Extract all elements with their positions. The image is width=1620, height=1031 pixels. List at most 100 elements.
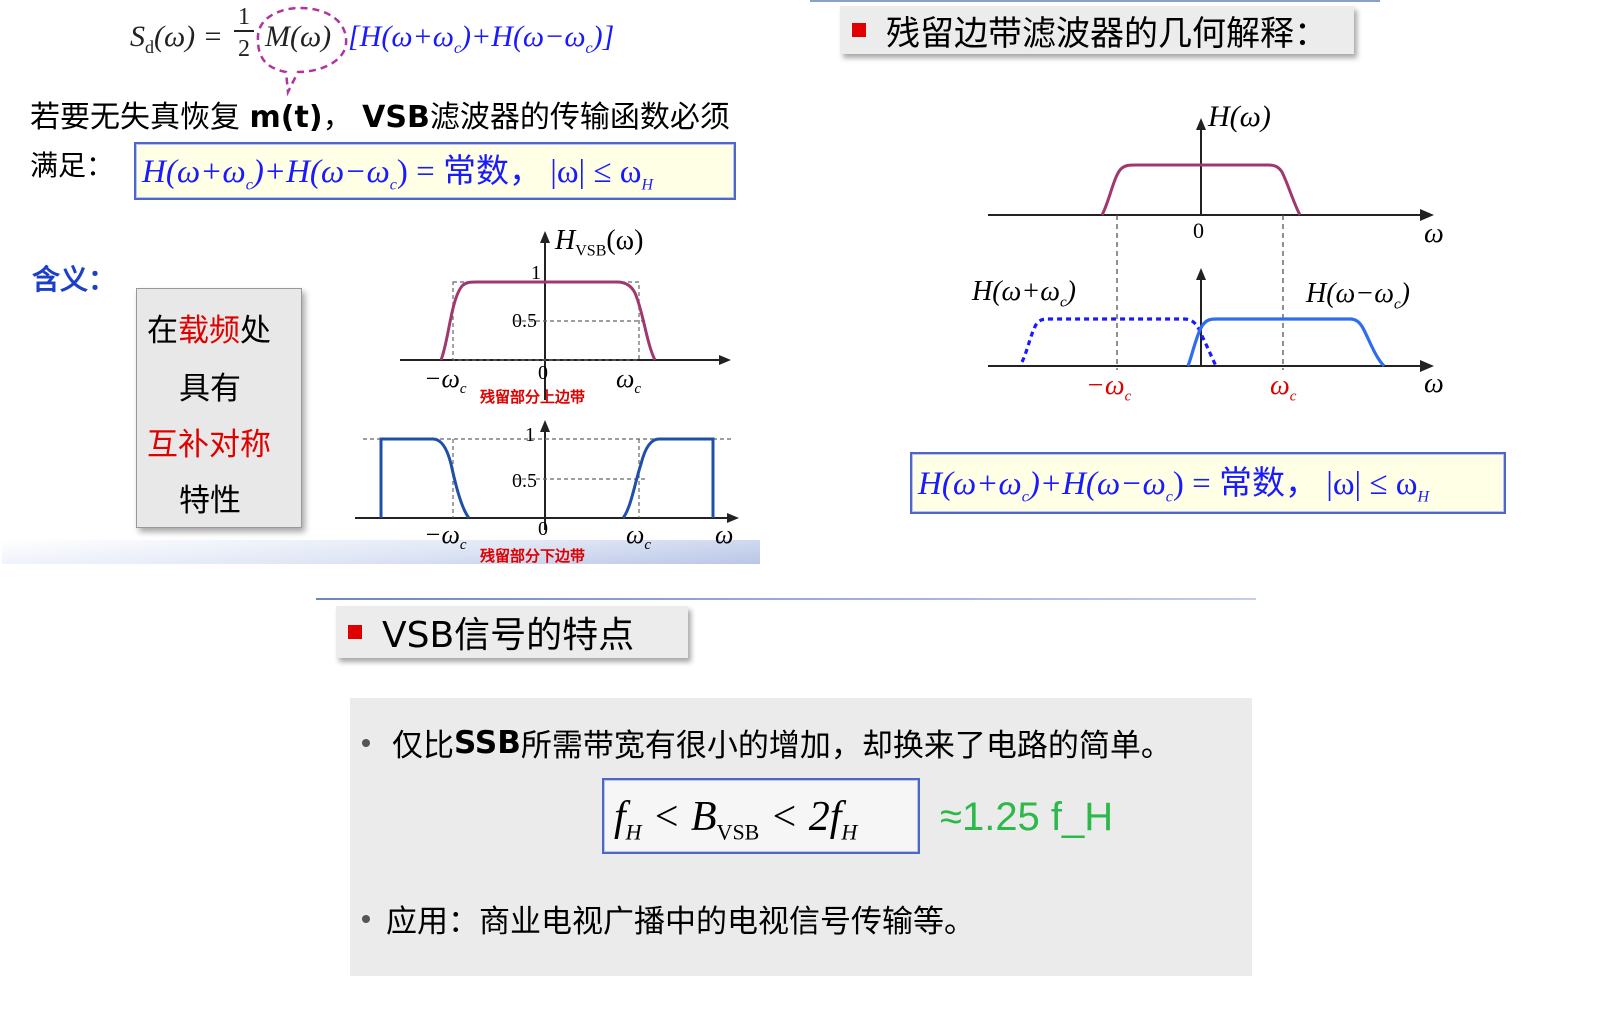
- meaning-line3: 互补对称: [147, 427, 271, 463]
- left-upper-ylabel: HVSB(ω): [555, 225, 643, 261]
- cond-formula-sub2: c: [389, 176, 397, 194]
- bandwidth-sub1: H: [625, 819, 642, 845]
- meaning-line1: 在载频处: [147, 305, 271, 350]
- right-lower-x-arrow: [1420, 360, 1434, 372]
- left-upper-x-arrow: [719, 355, 731, 365]
- top-formula-frac-bar: [234, 30, 254, 32]
- right-formula-part1: H(ω+ω: [918, 466, 1022, 502]
- top-formula-lhs-sub: d: [145, 37, 154, 57]
- meaning-label: 含义：: [32, 263, 117, 296]
- condition-text-mt: m(t): [249, 100, 323, 135]
- right-lower-x-neg-text: −ω: [1086, 370, 1125, 401]
- left-upper-caption: 残留部分上边带: [480, 388, 586, 406]
- feature-1-text-c: 所需带宽有很小的增加，却换来了电路的简单。: [520, 728, 1172, 764]
- left-lower-x-neg: −ωc: [424, 520, 467, 554]
- right-lower-left-label-a: H(ω+ω: [972, 276, 1060, 307]
- condition-line2: 满足：: [30, 149, 115, 182]
- right-lower-shift-left-curve: [1020, 317, 1218, 367]
- cond-formula-sub3: H: [641, 176, 654, 194]
- left-lower-x-arrow: [727, 513, 739, 523]
- feature-1-text-ssb: SSB: [454, 724, 521, 761]
- meaning-box: 在载频处 具有 互补对称 特性: [136, 288, 302, 528]
- vsb-heading-bullet-icon: [348, 625, 362, 639]
- bandwidth-formula-box: fH < BVSB < 2fH: [602, 778, 920, 854]
- right-lower-shift-right-curve: [1186, 317, 1386, 368]
- cond-formula-part3: ) = 常数， |ω| ≤ ω: [396, 154, 642, 190]
- cond-formula-part2: )+H(ω−ω: [252, 154, 390, 190]
- left-lower-x-neg-text: −ω: [424, 520, 460, 549]
- left-upper-vsb-curve: [439, 280, 657, 361]
- left-lower-left-block: [379, 437, 471, 519]
- vsb-heading-text: VSB信号的特点: [382, 615, 635, 656]
- bandwidth-c: < 2f: [759, 794, 842, 840]
- top-formula-sub-c2: c: [585, 40, 593, 57]
- left-lower-x-pos-text: ω: [626, 520, 645, 549]
- condition-formula-box: H(ω+ωc)+H(ω−ωc) = 常数， |ω| ≤ ωH: [134, 142, 736, 200]
- feature-bullet-2-dot: [362, 914, 370, 923]
- condition-text-a: 若要无失真恢复: [30, 100, 250, 135]
- left-panel-bottom-band: [2, 540, 760, 564]
- feature-2-text: 应用：商业电视广播中的电视信号传输等。: [386, 904, 975, 940]
- right-top-divider: [810, 0, 1380, 2]
- left-upper-x-neg-sub: c: [459, 381, 467, 398]
- left-lower-x-axis-label: ω: [715, 520, 734, 549]
- meaning-line2: 具有: [179, 371, 241, 407]
- left-lower-y-arrow: [540, 420, 550, 432]
- right-lower-right-label-b: ): [1400, 278, 1410, 309]
- feature-bullet-2: 应用：商业电视广播中的电视信号传输等。: [362, 896, 975, 941]
- left-upper-tick-0: 0: [538, 362, 548, 384]
- cond-formula-sub1: c: [245, 176, 253, 194]
- left-lower-right-block: [621, 437, 715, 519]
- cond-formula-part1: H(ω+ω: [142, 154, 246, 190]
- bandwidth-sub3: H: [841, 819, 858, 845]
- right-formula-sub1: c: [1021, 488, 1029, 506]
- left-lower-tick-0: 0: [538, 518, 548, 540]
- feature-bullet-1-dot: [362, 738, 370, 747]
- right-lower-x-pos-sub: c: [1289, 388, 1297, 405]
- right-lower-x-axis-label: ω: [1424, 368, 1444, 399]
- top-formula-sub-c1: c: [453, 40, 462, 57]
- left-upper-ylabel-h: H: [555, 225, 576, 256]
- right-lower-right-label-sub: c: [1393, 296, 1401, 313]
- left-upper-x-pos: ωc: [616, 364, 641, 398]
- meaning-l1-a: 在: [147, 313, 178, 349]
- right-formula-sub3: H: [1417, 488, 1430, 506]
- right-upper-x-axis-label: ω: [1424, 218, 1444, 249]
- right-formula-box: H(ω+ωc)+H(ω−ωc) = 常数， |ω| ≤ ωH: [910, 452, 1506, 514]
- meaning-l1-c: 处: [240, 313, 271, 349]
- right-lower-x-pos-text: ω: [1270, 370, 1290, 401]
- right-upper-tick-0: 0: [1193, 218, 1204, 243]
- right-lower-x-neg: −ωc: [1086, 370, 1131, 406]
- top-formula-lhs: S: [130, 20, 145, 53]
- left-upper-x-pos-text: ω: [616, 364, 635, 393]
- right-lower-left-label: H(ω+ωc): [972, 276, 1076, 312]
- top-formula-end: )]: [592, 20, 615, 53]
- left-upper-ylabel-sub: VSB: [575, 242, 607, 260]
- condition-text-c: ，: [322, 100, 363, 135]
- left-lower-x-pos: ωc: [626, 520, 651, 554]
- right-heading: 残留边带滤波器的几何解释：: [840, 6, 1354, 54]
- meaning-l1-highlight: 载频: [178, 313, 240, 349]
- left-upper-ylabel-arg: (ω): [606, 225, 644, 256]
- condition-line1: 若要无失真恢复 m(t)， VSB滤波器的传输函数必须: [30, 92, 730, 136]
- left-upper-plot: [400, 231, 731, 400]
- top-formula: Sd(ω) = 1 2 M(ω) [H(ω+ωc)+H(ω−ωc)]: [130, 4, 730, 70]
- left-lower-tick-1: 1: [525, 424, 535, 446]
- right-heading-bullet-icon: [852, 23, 866, 37]
- vsb-heading: VSB信号的特点: [336, 606, 688, 658]
- top-formula-bracket: [H(ω+ω: [348, 20, 454, 53]
- right-plots: [988, 118, 1434, 372]
- right-lower-left-label-b: ): [1066, 276, 1076, 307]
- top-formula-m-term: M(ω): [265, 20, 332, 53]
- left-lower-x-neg-sub: c: [459, 537, 467, 554]
- feature-1-text-a: 仅比: [392, 728, 454, 764]
- bandwidth-f: f: [614, 794, 626, 840]
- right-lower-x-pos: ωc: [1270, 370, 1296, 406]
- right-heading-text: 残留边带滤波器的几何解释：: [886, 13, 1328, 54]
- top-formula-frac-num: 1: [238, 4, 250, 30]
- bandwidth-sub2: VSB: [716, 819, 760, 845]
- right-upper-x-arrow: [1420, 209, 1434, 221]
- vsb-divider: [316, 598, 1256, 600]
- right-lower-y-arrow: [1196, 268, 1206, 280]
